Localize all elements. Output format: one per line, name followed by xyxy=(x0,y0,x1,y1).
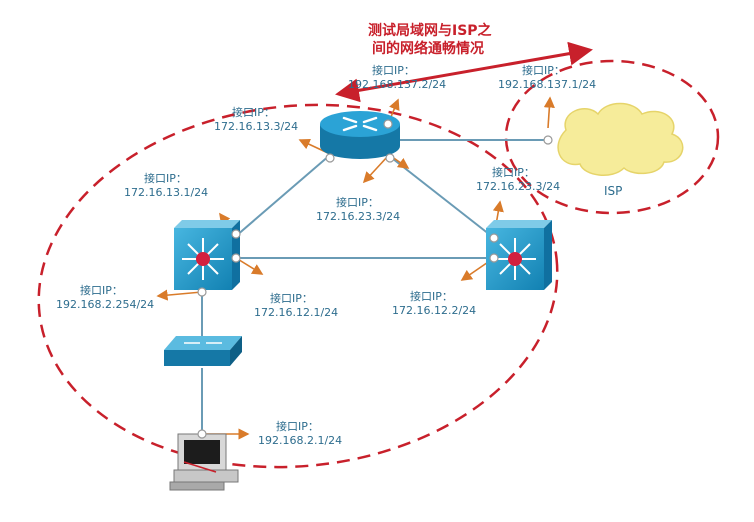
ip-label-caption: 接口IP： xyxy=(80,284,123,297)
ip-label-address: 192.168.137.1/24 xyxy=(498,78,597,91)
ip-label-caption: 接口IP： xyxy=(276,420,319,433)
connectivity-test-arrow xyxy=(335,41,593,103)
title-line-1: 测试局域网与ISP之 xyxy=(368,23,492,39)
diagram-title: 测试局域网与ISP之 间的网络通畅情况 xyxy=(368,22,492,58)
ip-label-caption: 接口IP： xyxy=(410,290,453,303)
ip-label-address: 172.16.12.2/24 xyxy=(392,304,477,317)
ip-label-router-left: 接口IP： 172.16.13.3/24 xyxy=(214,106,298,134)
ip-label-caption: 接口IP： xyxy=(144,172,187,185)
router-icon xyxy=(320,111,400,159)
ip-label-pc: 接口IP： 192.168.2.1/24 xyxy=(258,420,342,448)
isp-cloud-icon xyxy=(557,102,684,176)
pc-icon xyxy=(169,433,239,491)
ip-label-address: 172.16.13.1/24 xyxy=(124,186,209,199)
ip-label-switch2-left: 接口IP： 172.16.12.2/24 xyxy=(392,290,476,318)
ip-label-router-right: 接口IP： 172.16.23.3/24 xyxy=(476,166,560,194)
ip-label-router-isp: 接口IP： 192.168.137.2/24 xyxy=(348,64,446,92)
lan-boundary xyxy=(37,103,559,469)
title-line-2: 间的网络通畅情况 xyxy=(372,41,484,57)
ip-label-address: 192.168.2.254/24 xyxy=(56,298,155,311)
ip-label-router-bottom: 接口IP： 172.16.23.3/24 xyxy=(316,196,400,224)
ip-label-caption: 接口IP： xyxy=(522,64,565,77)
ip-label-caption: 接口IP： xyxy=(336,196,379,209)
l2-switch-icon xyxy=(164,336,242,366)
ip-label-address: 192.168.137.2/24 xyxy=(348,78,447,91)
ip-label-caption: 接口IP： xyxy=(270,292,313,305)
network-links xyxy=(201,139,550,432)
ip-label-caption: 接口IP： xyxy=(232,106,275,119)
ip-label-isp: 接口IP： 192.168.137.1/24 xyxy=(498,64,596,92)
l3-switch-1-icon xyxy=(174,220,240,290)
ip-label-caption: 接口IP： xyxy=(372,64,415,77)
isp-boundary xyxy=(504,59,720,215)
isp-label: ISP xyxy=(604,184,623,198)
ip-label-address: 172.16.23.3/24 xyxy=(476,180,561,193)
ip-label-address: 172.16.23.3/24 xyxy=(316,210,401,223)
ip-label-address: 172.16.12.1/24 xyxy=(254,306,339,319)
ip-label-switch1-left: 接口IP： 192.168.2.254/24 xyxy=(56,284,154,312)
ip-label-switch1-up: 接口IP： 172.16.13.1/24 xyxy=(124,172,208,200)
ip-label-address: 172.16.13.3/24 xyxy=(214,120,299,133)
ip-label-caption: 接口IP： xyxy=(492,166,535,179)
ip-label-address: 192.168.2.1/24 xyxy=(258,434,343,447)
interface-ports xyxy=(197,119,553,439)
ip-label-switch1-right: 接口IP： 172.16.12.1/24 xyxy=(254,292,338,320)
